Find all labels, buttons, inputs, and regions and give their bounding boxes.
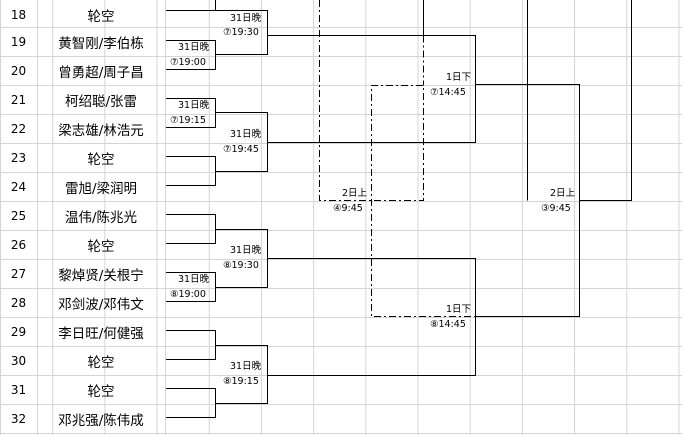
row-number[interactable]: 21 [10,92,27,107]
match-time-label: ⑦19:15 [170,115,206,126]
match-day-label: 2日上 [342,188,368,199]
row-number[interactable]: 23 [10,150,27,165]
row-number[interactable]: 24 [10,179,27,194]
match-time-label: ⑧14:45 [430,319,466,330]
match-day-label: 31日晚 [230,129,262,140]
row-number[interactable]: 32 [10,411,27,426]
row-number[interactable]: 29 [10,324,27,339]
player-cell[interactable]: 邓剑波/邓伟文 [58,296,144,313]
player-cell[interactable]: 轮空 [87,8,115,25]
match-day-label: 1日下 [446,72,472,83]
player-cell[interactable]: 梁志雄/林浩元 [58,122,144,139]
player-cell[interactable]: 黄智刚/李伯栋 [58,35,144,52]
row-number[interactable]: 19 [10,34,27,49]
player-cell[interactable]: 轮空 [87,383,115,400]
player-cell[interactable]: 柯绍聪/张雷 [64,93,138,110]
column-divider [37,0,38,435]
player-cell[interactable]: 黎焯贤/关根宁 [58,267,144,284]
player-cell[interactable]: 李日旺/何健强 [58,325,144,342]
match-time-label: ⑧19:30 [223,260,259,271]
row-number[interactable]: 26 [10,237,27,252]
match-time-label: ⑧19:00 [170,289,206,300]
row-number[interactable]: 31 [10,382,27,397]
match-time-label: ⑦19:00 [170,57,206,68]
player-cell[interactable]: 轮空 [87,354,115,371]
row-number[interactable]: 27 [10,266,27,281]
match-day-label: 31日晚 [178,42,210,53]
player-cell[interactable]: 轮空 [87,151,115,168]
match-day-label: 31日晚 [178,274,210,285]
row-number[interactable]: 22 [10,121,27,136]
row-number[interactable]: 30 [10,353,27,368]
row-number[interactable]: 28 [10,295,27,310]
match-time-label: ⑧19:15 [223,376,259,387]
match-day-label: 1日下 [446,304,472,315]
player-cell[interactable]: 邓兆强/陈伟成 [58,412,144,429]
player-cell[interactable]: 曾勇超/周子昌 [58,64,144,81]
row-number[interactable]: 20 [10,63,27,78]
column-divider [165,0,166,435]
match-time-label: ④9:45 [333,203,363,214]
match-day-label: 31日晚 [230,245,262,256]
match-day-label: 31日晚 [230,13,262,24]
match-day-label: 31日晚 [178,100,210,111]
row-number[interactable]: 25 [10,208,27,223]
row-number[interactable]: 18 [10,7,27,22]
player-cell[interactable]: 温伟/陈兆光 [64,209,138,226]
match-day-label: 2日上 [550,188,576,199]
match-time-label: ⑦19:30 [223,27,259,38]
player-cell[interactable]: 雷旭/梁润明 [64,180,138,197]
match-day-label: 31日晚 [230,361,262,372]
match-time-label: ⑦14:45 [430,87,466,98]
match-time-label: ③9:45 [541,203,571,214]
player-cell[interactable]: 轮空 [87,238,115,255]
match-time-label: ⑦19:45 [223,144,259,155]
